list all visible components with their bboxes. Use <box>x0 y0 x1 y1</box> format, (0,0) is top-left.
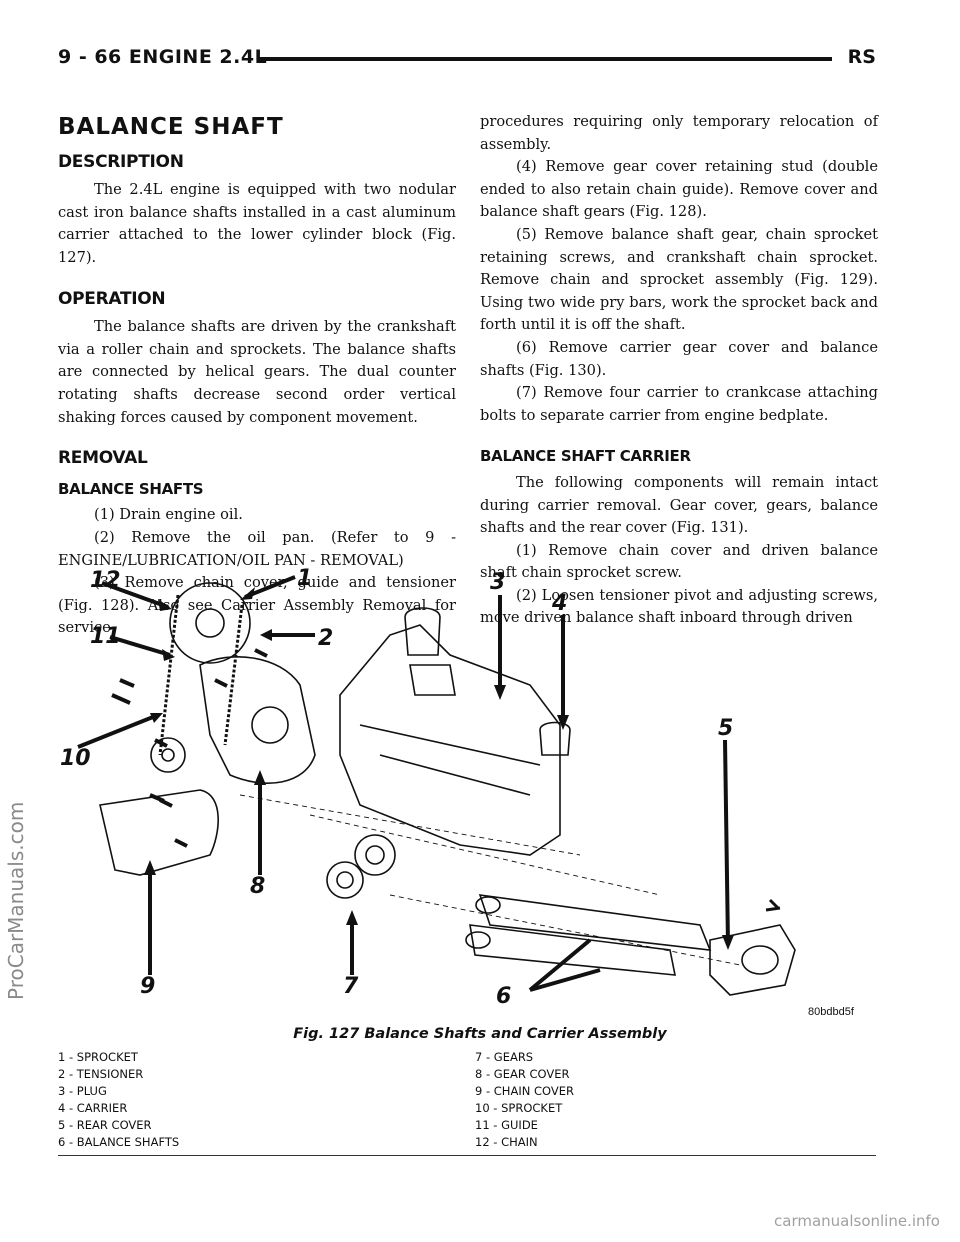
legend-item: 4 - CARRIER <box>58 1101 128 1115</box>
legend-item: 7 - GEARS <box>475 1050 534 1064</box>
step-4: (4) Remove gear cover retaining stud (do… <box>480 158 878 221</box>
callout-8: 8 <box>250 874 265 899</box>
gear-2 <box>354 834 396 876</box>
operation-heading: OPERATION <box>58 288 166 309</box>
legend-item: 2 - TENSIONER <box>58 1067 144 1081</box>
legend-item: 11 - GUIDE <box>475 1118 538 1132</box>
carrier-heading: BALANCE SHAFT CARRIER <box>480 447 691 466</box>
header-left: 9 - 66 ENGINE 2.4L <box>58 46 268 68</box>
legend-item: 8 - GEAR COVER <box>475 1067 570 1081</box>
header-rule <box>258 57 832 61</box>
balance-shaft-1 <box>478 894 712 951</box>
step-3: (3) Remove chain cover, guide and tensio… <box>58 574 456 637</box>
side-watermark: ProCarManuals.com <box>4 801 28 1000</box>
diagram-svg: 1 2 3 4 5 6 7 8 9 10 11 12 80bdbd5f <box>60 566 855 1018</box>
step-7: (7) Remove four carrier to crankcase att… <box>480 384 878 424</box>
carrier <box>339 624 561 856</box>
legend-item: 10 - SPROCKET <box>475 1101 563 1115</box>
callout-9: 9 <box>140 974 155 999</box>
carrier-step-1: (1) Remove chain cover and driven balanc… <box>480 541 878 582</box>
operation-text: The balance shafts are driven by the cra… <box>58 318 456 426</box>
sprocket-top <box>169 582 251 664</box>
figure-code: 80bdbd5f <box>808 1006 855 1018</box>
callout-11: 11 <box>90 624 121 649</box>
step-1: (1) Drain engine oil. <box>94 506 243 524</box>
carrier-step-2: (2) Loosen tensioner pivot and adjusting… <box>480 586 878 627</box>
balance-shaft-2 <box>469 924 676 976</box>
page-header: 9 - 66 ENGINE 2.4L RS <box>58 46 876 76</box>
description-heading: DESCRIPTION <box>58 151 184 172</box>
legend-item: 12 - CHAIN <box>475 1135 538 1149</box>
callout-2: 2 <box>318 626 333 651</box>
legend-item: 5 - REAR COVER <box>58 1118 152 1132</box>
chain-cover <box>99 789 219 876</box>
legend-item: 9 - CHAIN COVER <box>475 1084 574 1098</box>
chain <box>158 594 244 756</box>
exploded-view-diagram: 1 2 3 4 5 6 7 8 9 10 11 12 80bdbd5f <box>60 555 880 1025</box>
continued-text: procedures requiring only temporary relo… <box>480 113 878 153</box>
step-5: (5) Remove balance shaft gear, chain spr… <box>480 225 878 334</box>
callout-12: 12 <box>90 568 121 593</box>
callout-7: 7 <box>343 974 359 999</box>
sprocket-lower <box>150 737 186 773</box>
carrier-text: The following components will remain int… <box>480 473 878 537</box>
page-title: BALANCE SHAFT <box>58 114 284 140</box>
callout-4: 4 <box>551 591 567 616</box>
callout-6: 6 <box>496 984 511 1009</box>
callout-5: 5 <box>718 716 733 741</box>
callout-3: 3 <box>490 570 505 595</box>
right-column: procedures requiring only temporary relo… <box>480 111 878 630</box>
left-column: BALANCE SHAFT DESCRIPTION The 2.4L engin… <box>58 108 456 640</box>
legend-item: 3 - PLUG <box>58 1084 107 1098</box>
removal-heading: REMOVAL <box>58 448 148 469</box>
legend-column-2: 7 - GEARS 8 - GEAR COVER 9 - CHAIN COVER… <box>475 1049 574 1151</box>
gear-1 <box>326 861 364 899</box>
description-text: The 2.4L engine is equipped with two nod… <box>58 181 456 266</box>
tensioner-housing <box>199 656 316 784</box>
legend-item: 1 - SPROCKET <box>58 1050 138 1064</box>
callout-1: 1 <box>297 566 312 591</box>
legend-divider <box>58 1155 876 1156</box>
balance-shafts-heading: BALANCE SHAFTS <box>58 479 204 498</box>
figure-caption: Fig. 127 Balance Shafts and Carrier Asse… <box>293 1026 667 1042</box>
step-6: (6) Remove carrier gear cover and balanc… <box>480 338 878 379</box>
callout-labels: 1 2 3 4 5 6 7 8 9 10 11 12 <box>60 566 733 1009</box>
header-right: RS <box>847 46 876 68</box>
bottom-watermark: carmanualsonline.info <box>774 1212 940 1230</box>
legend-column-1: 1 - SPROCKET 2 - TENSIONER 3 - PLUG 4 - … <box>58 1049 179 1151</box>
callout-10: 10 <box>60 746 91 771</box>
step-2: (2) Remove the oil pan. (Refer to 9 - EN… <box>58 528 456 569</box>
legend-item: 6 - BALANCE SHAFTS <box>58 1135 180 1149</box>
rear-cover <box>709 924 796 996</box>
arrow-heads <box>144 587 734 950</box>
